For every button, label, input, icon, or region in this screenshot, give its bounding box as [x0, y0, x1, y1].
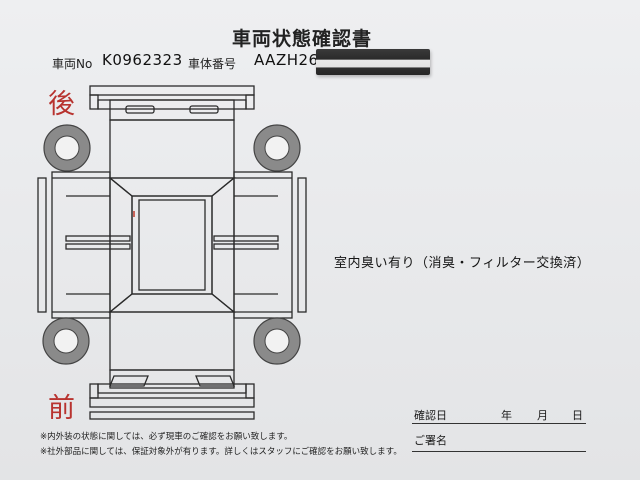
- remark-text: 室内臭い有り（消臭・フィルター交換済）: [334, 256, 591, 271]
- left-side-sill: [37, 177, 47, 313]
- right-pillar: [211, 176, 235, 314]
- headlamp-right: [195, 375, 235, 387]
- left-door-handle-lower: [65, 243, 131, 250]
- rear-bumper-left-end: [89, 94, 99, 110]
- front-bumper-lower: [89, 397, 255, 408]
- front-bumper-upper: [97, 383, 247, 394]
- redaction-tape: [316, 49, 430, 75]
- day-label: 日: [572, 409, 583, 422]
- windshield: [109, 311, 235, 371]
- rear-label: 後: [48, 89, 75, 120]
- hood: [109, 369, 235, 389]
- rear-bumper-right-end: [245, 94, 255, 110]
- wheels: [42, 124, 301, 365]
- front-bumper-left-end: [89, 383, 99, 399]
- chassis-no-value: AAZH26-: [254, 51, 325, 69]
- confirm-date-label: 確認日: [414, 409, 447, 422]
- roof-inner: [138, 199, 206, 291]
- footer-note-2: ※社外部品に関しては、保証対象外が有ります。詳しくはスタッフにご確認をお願い致し…: [40, 447, 402, 457]
- year-label: 年: [501, 409, 512, 422]
- right-side-sill: [297, 177, 307, 313]
- right-door-handle-upper: [213, 235, 279, 242]
- front-roof-edge: [108, 293, 236, 313]
- headlamp-left: [109, 375, 149, 387]
- front-bumper-right-end: [245, 383, 255, 399]
- rear-bumper-upper: [89, 85, 255, 96]
- trunk-lid: [109, 99, 235, 121]
- chassis-no-label: 車体番号: [188, 57, 237, 71]
- vehicle-no-value: K0962323: [102, 51, 183, 69]
- sheet-title: 車両状態確認書: [232, 28, 373, 50]
- month-label: 月: [537, 409, 548, 422]
- signature-label: ご署名: [414, 434, 447, 447]
- left-pillar: [109, 176, 133, 314]
- rear-lamp-left: [125, 105, 155, 114]
- rear-window: [109, 119, 235, 179]
- right-side-body: [233, 171, 293, 319]
- left-side-body: [51, 171, 111, 319]
- rear-bumper-lower: [97, 99, 247, 110]
- signature-underline: [412, 451, 586, 452]
- footer-note-1: ※内外装の状態に関しては、必ず現車のご確認をお願い致します。: [40, 432, 293, 442]
- left-door-handle-upper: [65, 235, 131, 242]
- rear-lamp-right: [189, 105, 219, 114]
- roof: [131, 195, 213, 295]
- front-grille-strip: [89, 411, 255, 420]
- right-door-handle-lower: [213, 243, 279, 250]
- vehicle-no-label: 車両No: [52, 57, 93, 71]
- front-label: 前: [48, 393, 75, 424]
- confirm-date-underline: [412, 423, 586, 424]
